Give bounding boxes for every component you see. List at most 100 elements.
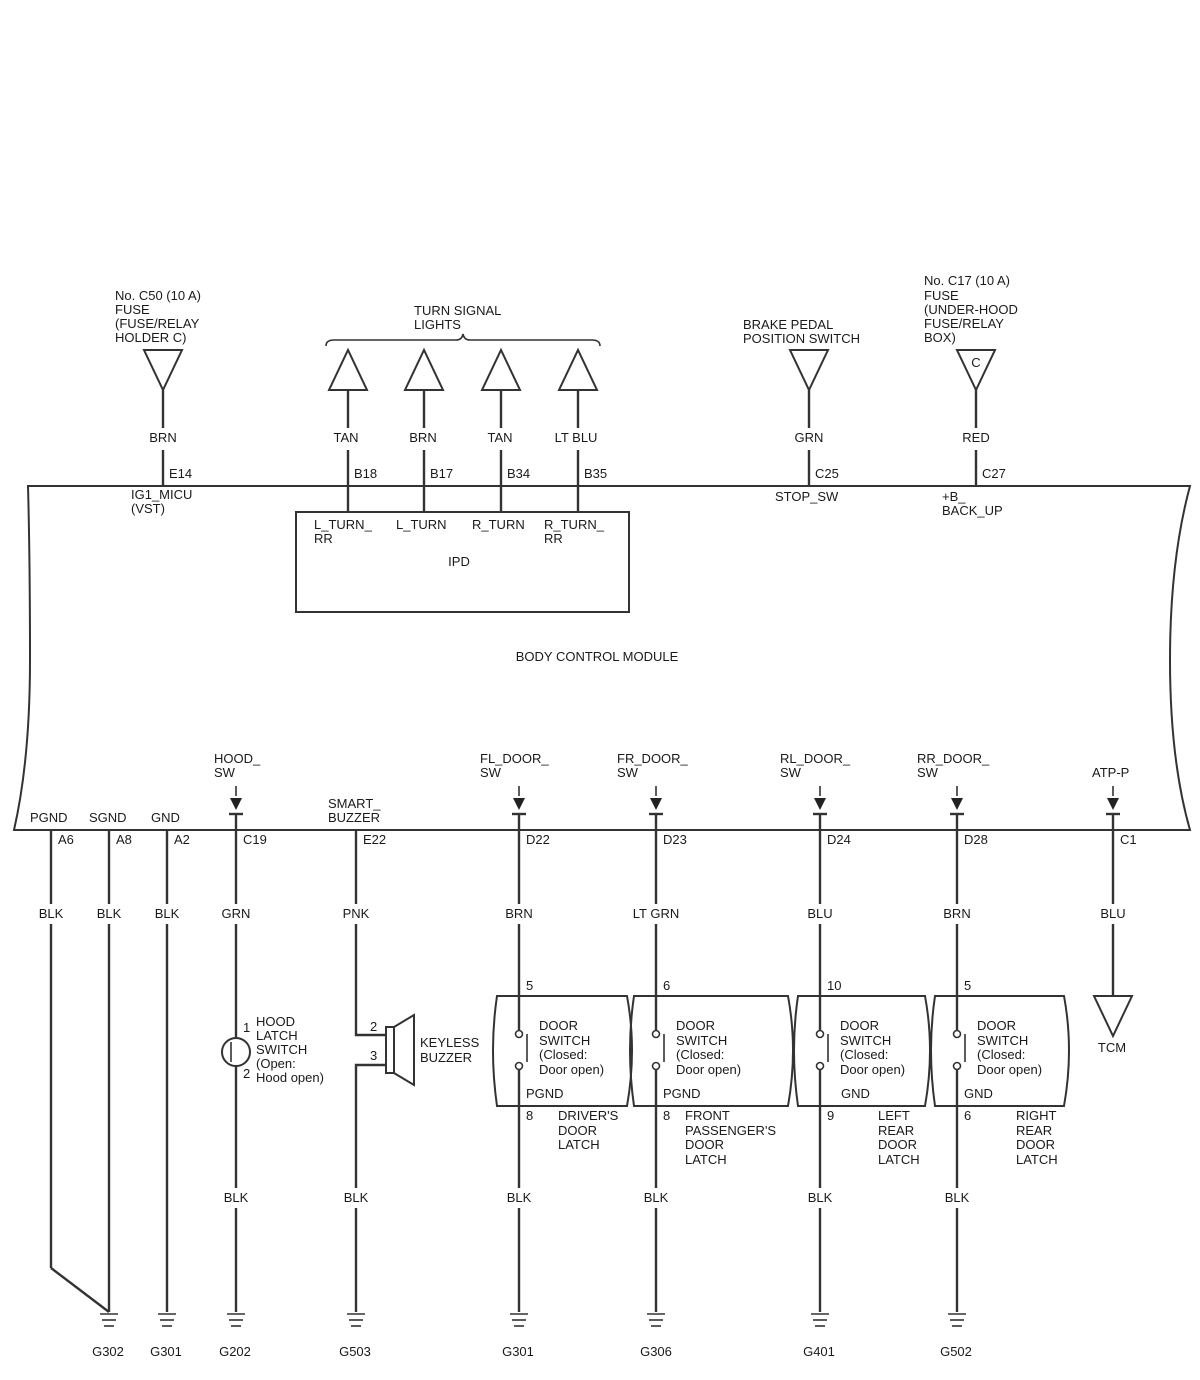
ipd-title: IPD [448, 554, 470, 569]
fuse-c50-symbol [142, 349, 184, 393]
signal-gnd: GND [151, 810, 180, 825]
ground-label-g502: G502 [940, 1344, 972, 1359]
turn-light-b18: TAN B18 [327, 347, 377, 512]
ground-symbol-g502 [948, 1313, 966, 1327]
svg-text:B17: B17 [430, 466, 453, 481]
input-marker-rr-door [950, 786, 964, 830]
wire-color-red-c27: RED [962, 430, 989, 445]
bcm-outline [12, 485, 1192, 831]
input-marker-hood [229, 786, 243, 830]
svg-text:GND: GND [964, 1086, 993, 1101]
wire-color-left-rear-lower: BLK [808, 1190, 833, 1205]
wire-color-d24: BLU [807, 906, 832, 921]
hood-latch-switch-label: HOOD LATCH SWITCH (Open: Hood open) [256, 1014, 324, 1085]
fuse-c50-label: No. C50 (10 A) FUSE (FUSE/RELAY HOLDER C… [115, 288, 205, 345]
wire-color-e22: PNK [343, 906, 370, 921]
pin-d24: D24 [827, 832, 851, 847]
ground-label-g301-a: G301 [150, 1344, 182, 1359]
wire-color-passenger-lower: BLK [644, 1190, 669, 1205]
svg-text:TAN: TAN [487, 430, 512, 445]
turn-light-b34: TAN B34 [480, 347, 530, 512]
pin-a2: A2 [174, 832, 190, 847]
wire-color-brn-e14: BRN [149, 430, 176, 445]
svg-text:B18: B18 [354, 466, 377, 481]
brake-pedal-switch-label: BRAKE PEDAL POSITION SWITCH [743, 317, 860, 346]
keyless-buzzer [354, 830, 415, 1312]
turn-signal-lights-label: TURN SIGNAL LIGHTS [414, 303, 505, 332]
ground-label-g306: G306 [640, 1344, 672, 1359]
ipd-signal-r-turn: R_TURN [472, 517, 525, 532]
pin-d28: D28 [964, 832, 988, 847]
input-marker-fr-door [649, 786, 663, 830]
ground-symbol-g202 [227, 1313, 245, 1327]
svg-text:5: 5 [964, 978, 971, 993]
wire-color-hood-lower: BLK [224, 1190, 249, 1205]
signal-rr-door-sw: RR_DOOR_ SW [917, 751, 993, 780]
signal-atp-p: ATP-P [1092, 765, 1129, 780]
signal-fl-door-sw: FL_DOOR_ SW [480, 751, 552, 780]
brake-pedal-switch-symbol [788, 349, 830, 393]
pin-d22: D22 [526, 832, 550, 847]
hood-latch-pin-2: 2 [243, 1066, 250, 1081]
signal-b-backup: +B_ BACK_UP [942, 489, 1003, 518]
pin-c19: C19 [243, 832, 267, 847]
ground-symbol-g503 [347, 1313, 365, 1327]
svg-text:8: 8 [663, 1108, 670, 1123]
input-marker-fl-door [512, 786, 526, 830]
svg-text:6: 6 [663, 978, 670, 993]
ipd-box [295, 511, 630, 613]
wire-color-right-rear-lower: BLK [945, 1190, 970, 1205]
hood-latch-pin-1: 1 [243, 1020, 250, 1035]
ground-label-g301-b: G301 [502, 1344, 534, 1359]
fuse-c17-symbol [955, 349, 997, 393]
input-marker-atp-p [1106, 786, 1120, 830]
ground-symbol-g301-a [158, 1313, 176, 1327]
wire-color-d23: LT GRN [633, 906, 679, 921]
svg-text:10: 10 [827, 978, 841, 993]
wire-pgnd-sgnd-to-g302 [49, 830, 111, 1313]
wire-color-grn-c25: GRN [795, 430, 824, 445]
turn-light-b17: BRN B17 [403, 347, 453, 512]
ground-label-g401: G401 [803, 1344, 835, 1359]
fuse-c17-terminal: C [971, 355, 980, 370]
signal-pgnd: PGND [30, 810, 68, 825]
ground-symbol-g301-b [510, 1313, 528, 1327]
bcm-title: BODY CONTROL MODULE [516, 649, 679, 664]
pin-c1: C1 [1120, 832, 1137, 847]
signal-sgnd: SGND [89, 810, 127, 825]
svg-text:PGND: PGND [526, 1086, 564, 1101]
pin-e22: E22 [363, 832, 386, 847]
svg-text:8: 8 [526, 1108, 533, 1123]
turn-light-b35: LT BLU B35 [555, 347, 607, 512]
ground-label-g503: G503 [339, 1344, 371, 1359]
wire-color-d22: BRN [505, 906, 532, 921]
tcm-label: TCM [1098, 1040, 1126, 1055]
turn-signal-brace [325, 333, 601, 347]
ipd-signal-r-turn-rr: R_TURN_ RR [544, 517, 608, 546]
pin-d23: D23 [663, 832, 687, 847]
fuse-c17-label: No. C17 (10 A) FUSE (UNDER-HOOD FUSE/REL… [924, 273, 1022, 345]
svg-text:TAN: TAN [333, 430, 358, 445]
hood-latch-switch [221, 830, 251, 1312]
ipd-signal-l-turn-rr: L_TURN_ RR [314, 517, 375, 546]
signal-hood-sw: HOOD_ SW [214, 751, 264, 780]
ground-symbol-g401 [811, 1313, 829, 1327]
pin-a6: A6 [58, 832, 74, 847]
ground-label-g202: G202 [219, 1344, 251, 1359]
ground-symbol-g302 [100, 1313, 118, 1327]
wire-color-c1: BLU [1100, 906, 1125, 921]
ipd-signal-l-turn: L_TURN [396, 517, 447, 532]
wire-color-a8: BLK [97, 906, 122, 921]
